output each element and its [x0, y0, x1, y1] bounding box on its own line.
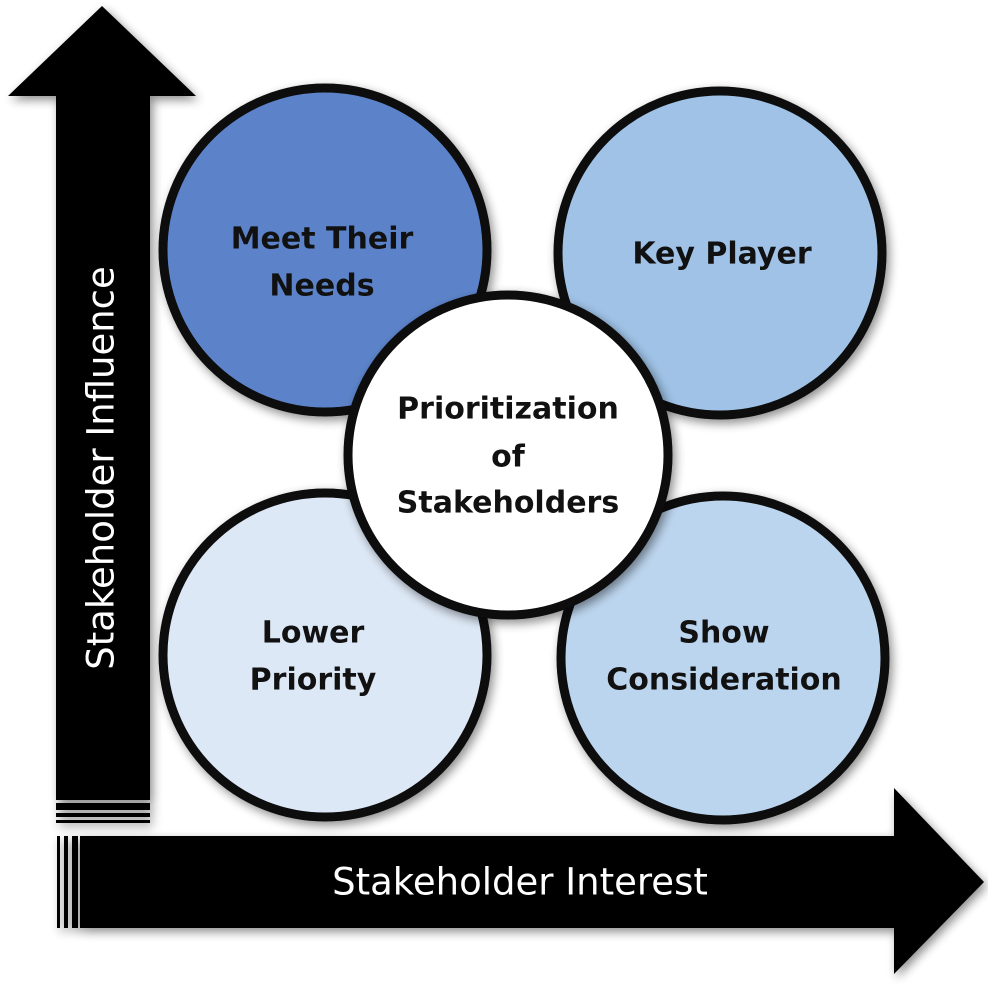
quadrant-label-bottom-left-line1: Lower [262, 616, 365, 651]
y-axis-stripe-3 [56, 820, 150, 823]
x-axis-arrow [57, 788, 984, 974]
x-axis-arrow-shape [80, 788, 984, 974]
y-axis-stripe-2 [56, 813, 150, 817]
x-axis-stripe-2 [64, 836, 68, 928]
center-circle [343, 290, 673, 620]
x-axis-stripe-3 [57, 836, 60, 928]
center-label-line1: Prioritization [397, 392, 619, 427]
quadrant-label-bottom-right-line2: Consideration [606, 663, 842, 698]
center-label-line3: Stakeholders [397, 486, 619, 521]
quadrant-circle-bottom-right [556, 491, 890, 825]
y-axis-arrow-shape [8, 6, 196, 800]
quadrant-key-player: Key Player [553, 86, 887, 420]
quadrant-label-top-left-line2: Needs [269, 269, 374, 304]
center-node: Prioritization of Stakeholders [343, 290, 673, 620]
center-label-line2: of [491, 440, 526, 475]
y-axis-arrow [8, 6, 196, 823]
x-axis-label: Stakeholder Interest [332, 861, 708, 904]
y-axis-label: Stakeholder Influence [80, 266, 123, 670]
x-axis-stripe-1 [72, 836, 78, 928]
quadrant-circle-top-right [553, 86, 887, 420]
quadrant-label-bottom-left-line2: Priority [250, 663, 377, 698]
quadrant-label-bottom-right-line1: Show [678, 616, 769, 651]
quadrant-label-top-left-line1: Meet Their [231, 222, 414, 257]
quadrant-show-consideration: Show Consideration [556, 491, 890, 825]
quadrant-label-top-right-line1: Key Player [632, 237, 812, 272]
y-axis-stripe-1 [56, 803, 150, 810]
